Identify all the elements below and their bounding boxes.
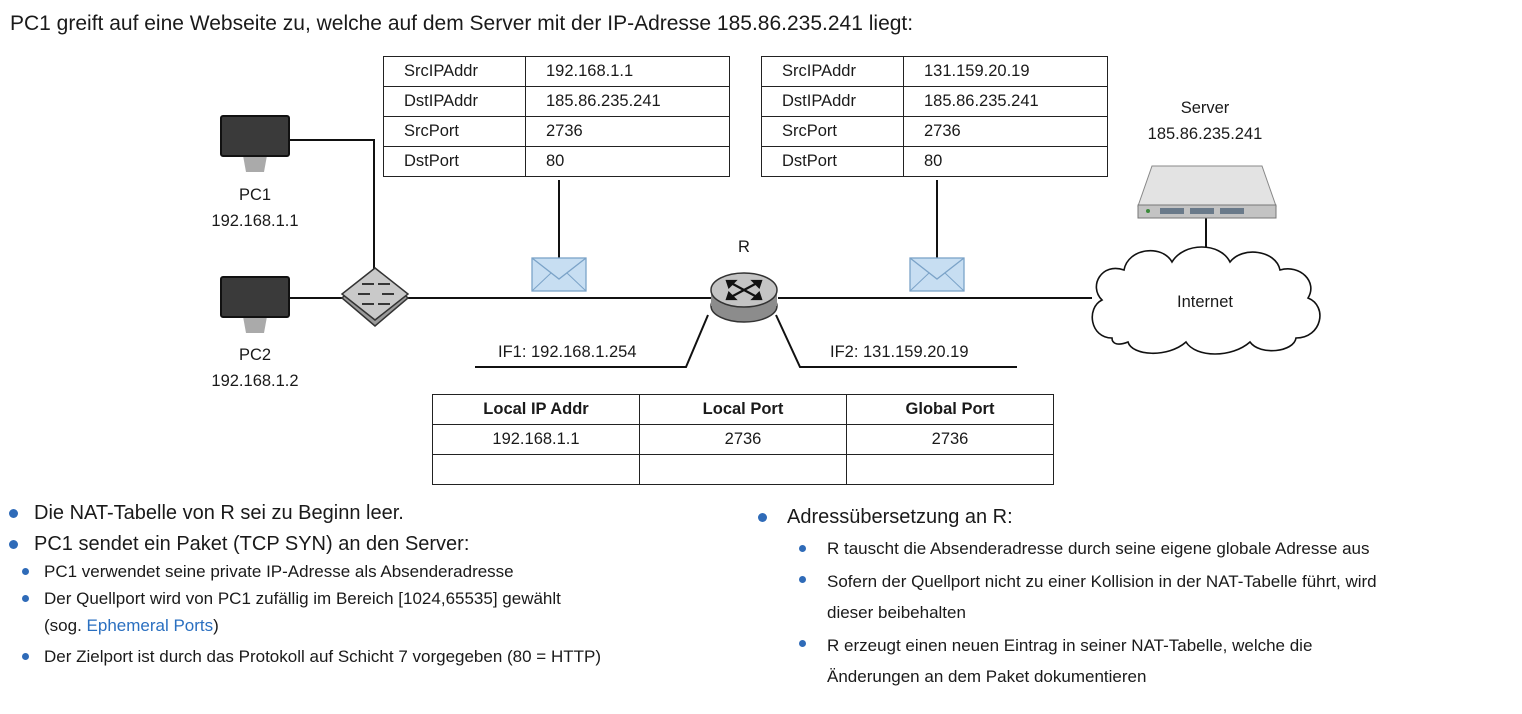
pc1-cable bbox=[290, 139, 375, 284]
list-item-text: ) bbox=[213, 616, 219, 635]
pc1-label: PC1 192.168.1.1 bbox=[200, 186, 310, 231]
table-cell bbox=[846, 454, 1054, 485]
envelope-right-icon bbox=[909, 257, 965, 292]
switch-icon bbox=[340, 266, 410, 327]
left-bullet-list: Die NAT-Tabelle von R sei zu Beginn leer… bbox=[6, 502, 766, 670]
table-cell: 192.168.1.1 bbox=[432, 424, 640, 455]
envelope-left-icon bbox=[531, 257, 587, 292]
field-value: 185.86.235.241 bbox=[525, 86, 730, 117]
list-item: R tauscht die Absenderadresse durch sein… bbox=[755, 535, 1515, 562]
list-item: Sofern der Quellport nicht zu einer Koll… bbox=[755, 566, 1515, 628]
list-item-text: R erzeugt einen neuen Eintrag in seiner … bbox=[827, 636, 1313, 655]
field-key: SrcIPAddr bbox=[383, 56, 526, 87]
column-header: Local IP Addr bbox=[432, 394, 640, 425]
list-item: Die NAT-Tabelle von R sei zu Beginn leer… bbox=[6, 502, 766, 525]
pc1-ip: 192.168.1.1 bbox=[211, 212, 299, 230]
list-item-text: Sofern der Quellport nicht zu einer Koll… bbox=[827, 572, 1377, 591]
pc1-name: PC1 bbox=[238, 186, 272, 204]
field-key: DstIPAddr bbox=[383, 86, 526, 117]
router-icon bbox=[710, 272, 778, 323]
list-item: PC1 verwendet seine private IP-Adresse a… bbox=[6, 558, 766, 585]
pc2-name: PC2 bbox=[238, 346, 272, 364]
if1-label: IF1: 192.168.1.254 bbox=[498, 343, 637, 361]
list-item: Adressübersetzung an R: bbox=[755, 506, 1515, 529]
field-value: 2736 bbox=[525, 116, 730, 147]
field-key: SrcPort bbox=[383, 116, 526, 147]
field-value: 131.159.20.19 bbox=[903, 56, 1108, 87]
table-header-row: Local IP Addr Local Port Global Port bbox=[432, 394, 1054, 425]
field-key: SrcIPAddr bbox=[761, 56, 904, 87]
field-value: 2736 bbox=[903, 116, 1108, 147]
list-item: Der Zielport ist durch das Protokoll auf… bbox=[6, 643, 766, 670]
if1-line bbox=[475, 314, 709, 368]
field-key: DstPort bbox=[761, 146, 904, 177]
column-header: Local Port bbox=[639, 394, 847, 425]
list-item-text: (sog. bbox=[44, 616, 87, 635]
table-row bbox=[432, 454, 1054, 485]
list-item-text: Änderungen an dem Paket dokumentieren bbox=[827, 667, 1147, 686]
field-key: SrcPort bbox=[761, 116, 904, 147]
router-label: R bbox=[738, 238, 750, 256]
nat-table: Local IP Addr Local Port Global Port 192… bbox=[432, 394, 1054, 485]
field-key: DstPort bbox=[383, 146, 526, 177]
ephemeral-ports-link[interactable]: Ephemeral Ports bbox=[86, 616, 214, 635]
server-icon bbox=[1137, 165, 1277, 219]
field-value: 185.86.235.241 bbox=[903, 86, 1108, 117]
right-bullet-list: Adressübersetzung an R: R tauscht die Ab… bbox=[755, 506, 1515, 692]
list-item: R erzeugt einen neuen Eintrag in seiner … bbox=[755, 630, 1515, 692]
pc2-monitor-icon bbox=[220, 276, 290, 333]
page-title: PC1 greift auf eine Webseite zu, welche … bbox=[10, 12, 914, 35]
server-name: Server bbox=[1180, 99, 1230, 117]
field-key: DstIPAddr bbox=[761, 86, 904, 117]
list-item: PC1 sendet ein Paket (TCP SYN) an den Se… bbox=[6, 533, 766, 556]
table-cell bbox=[639, 454, 847, 485]
if2-line bbox=[775, 314, 1017, 368]
table-cell: 2736 bbox=[639, 424, 847, 455]
pc2-label: PC2 192.168.1.2 bbox=[200, 346, 310, 391]
internet-cloud-icon bbox=[1091, 246, 1321, 355]
internet-label: Internet bbox=[1177, 293, 1233, 311]
pc1-monitor-icon bbox=[220, 115, 290, 172]
server-label: Server 185.86.235.241 bbox=[1130, 99, 1280, 144]
pc2-ip: 192.168.1.2 bbox=[211, 372, 299, 390]
field-value: 80 bbox=[903, 146, 1108, 177]
field-value: 192.168.1.1 bbox=[525, 56, 730, 87]
list-item-text: dieser beibehalten bbox=[827, 603, 966, 622]
table-cell bbox=[432, 454, 640, 485]
list-item-text: Der Quellport wird von PC1 zufällig im B… bbox=[44, 589, 561, 608]
field-value: 80 bbox=[525, 146, 730, 177]
list-item: Der Quellport wird von PC1 zufällig im B… bbox=[6, 585, 766, 639]
table-cell: 2736 bbox=[846, 424, 1054, 455]
if2-label: IF2: 131.159.20.19 bbox=[830, 343, 969, 361]
table-row: 192.168.1.1 2736 2736 bbox=[432, 424, 1054, 455]
server-ip: 185.86.235.241 bbox=[1147, 125, 1263, 143]
column-header: Global Port bbox=[846, 394, 1054, 425]
